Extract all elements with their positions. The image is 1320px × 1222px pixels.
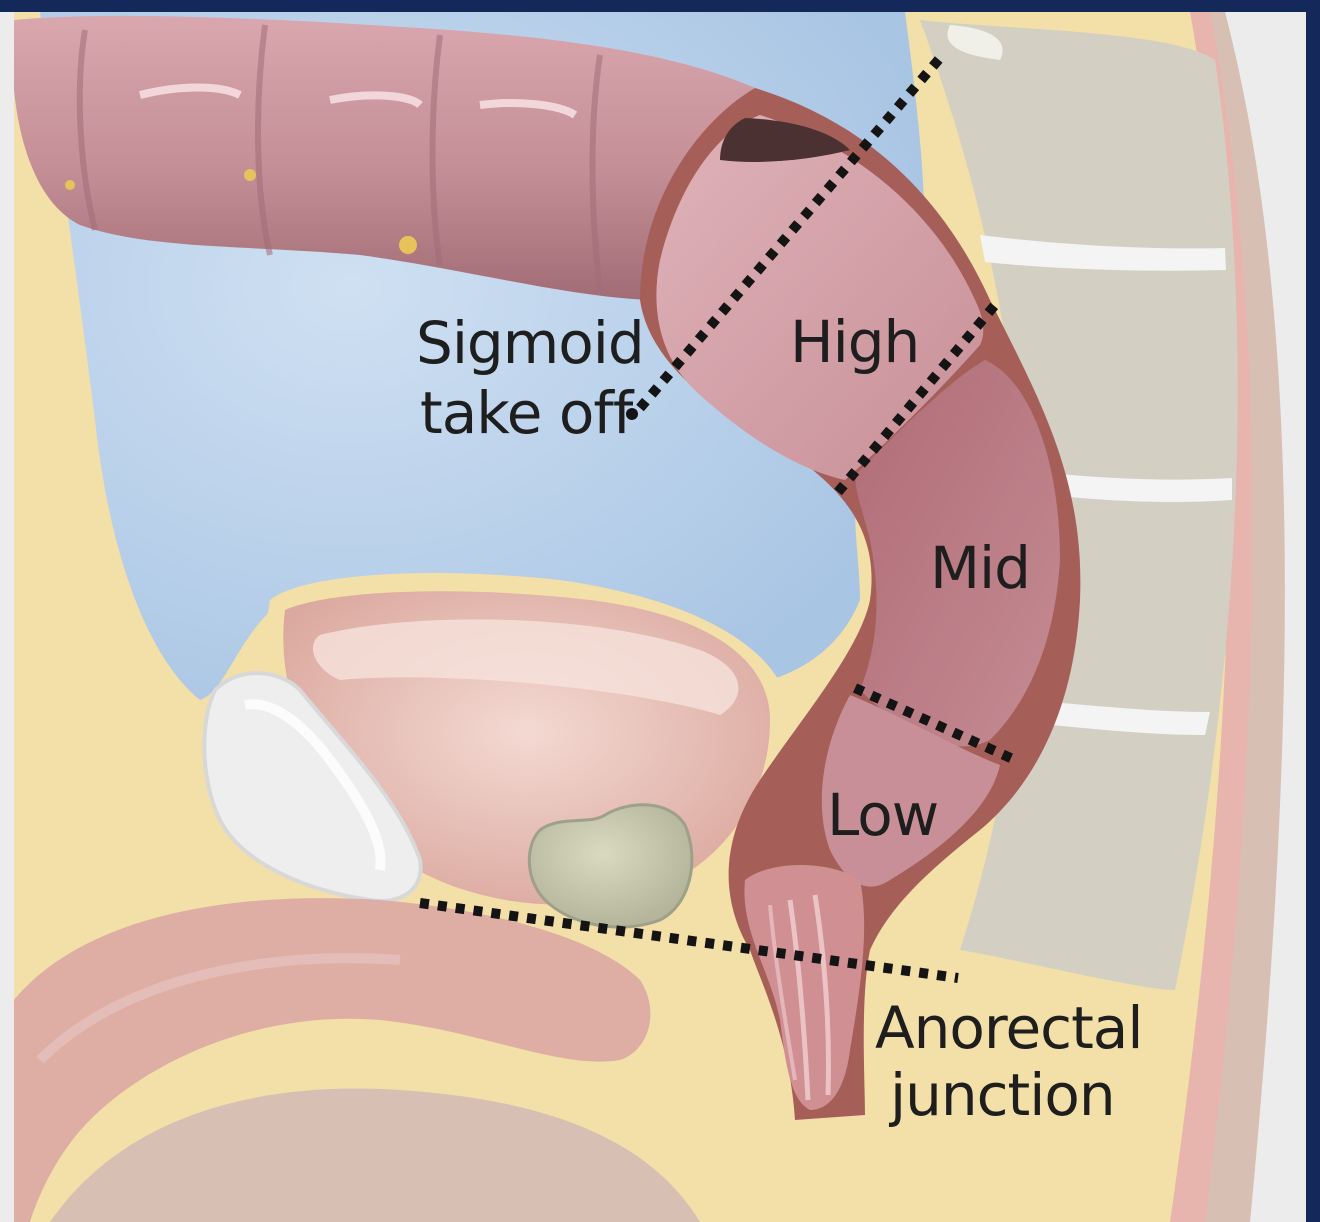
- label-anorectal-line1: Anorectal: [875, 994, 1142, 1062]
- label-low: Low: [827, 781, 938, 849]
- label-sigmoid-line1: Sigmoid: [416, 309, 644, 377]
- label-sigmoid-line2: take off: [420, 379, 635, 447]
- label-mid: Mid: [930, 534, 1030, 602]
- frame-top: [0, 0, 1320, 12]
- prostate: [529, 805, 692, 927]
- frame-right: [1306, 0, 1320, 1222]
- label-high: High: [790, 308, 919, 376]
- label-anorectal-line2: junction: [888, 1061, 1115, 1129]
